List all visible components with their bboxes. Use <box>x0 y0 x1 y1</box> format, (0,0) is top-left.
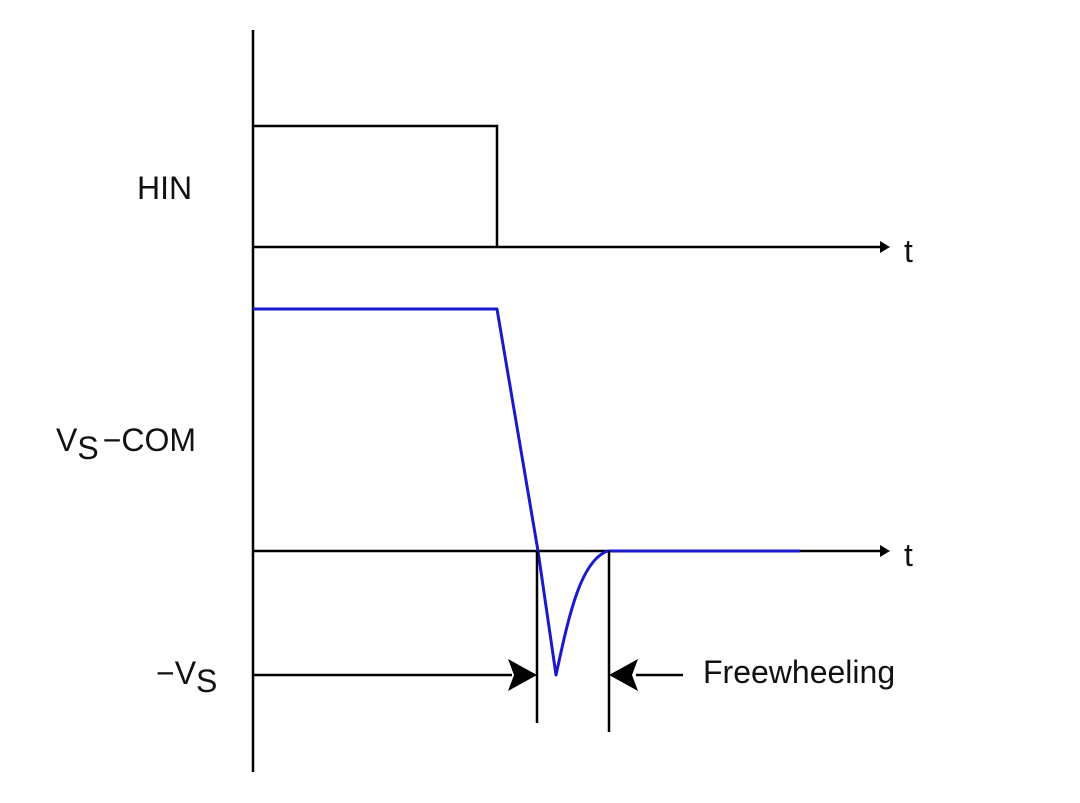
freewheeling-label: Freewheeling <box>703 654 895 690</box>
vs-com-label-main: V <box>56 422 78 458</box>
t-top-label: t <box>904 233 913 269</box>
hin-time-axis-arrow-icon <box>880 241 890 253</box>
vs-com-waveform <box>253 307 800 677</box>
neg-vs-label-main: −V <box>156 655 197 691</box>
vs-com-label-suffix: −COM <box>103 422 196 458</box>
t-bottom-label: t <box>904 537 913 573</box>
freewheeling-arrow-left-icon <box>609 659 638 691</box>
vs-com-label-subscript: S <box>77 430 98 466</box>
vs-com-label: VS−COM <box>56 422 196 466</box>
neg-vs-label-subscript: S <box>196 663 217 699</box>
hin-pulse-waveform <box>253 124 499 247</box>
neg-vs-arrow-right-icon <box>508 659 537 691</box>
neg-vs-label: −VS <box>156 655 217 699</box>
hin-label: HIN <box>137 170 192 206</box>
vs-com-time-axis-arrow-icon <box>880 545 890 557</box>
